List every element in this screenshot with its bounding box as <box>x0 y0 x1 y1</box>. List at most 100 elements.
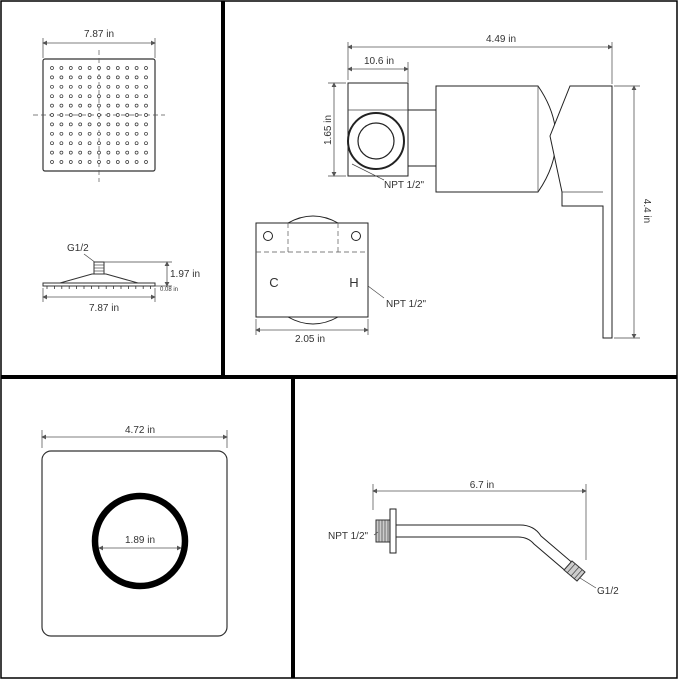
nozzle-dot <box>106 160 111 164</box>
nozzle-dot <box>87 113 92 117</box>
nozzle-dot <box>134 75 139 80</box>
nozzle-grid <box>50 66 148 164</box>
nozzle-dot <box>68 141 73 146</box>
arm-head-thread-label: G1/2 <box>597 586 619 597</box>
nozzle-dot <box>134 84 139 89</box>
nozzle-dot <box>87 150 92 155</box>
nozzle-dot <box>87 131 92 136</box>
nozzle-dot <box>59 141 64 146</box>
nozzle-dot <box>50 122 54 127</box>
nozzle-dot <box>115 103 120 108</box>
nozzle-dot <box>125 94 130 99</box>
nozzle-dot <box>134 103 139 108</box>
valve-handle <box>549 85 613 339</box>
nozzle-dot <box>106 84 111 89</box>
nozzle-dot <box>50 75 54 80</box>
nozzle-dot <box>144 84 148 89</box>
nozzle-dot <box>115 122 120 127</box>
valve-width-label: 2.05 in <box>295 334 325 345</box>
nozzle-dot <box>59 94 64 99</box>
nozzle-dot <box>87 160 92 164</box>
nozzle-dot <box>50 94 54 99</box>
nozzle-dot <box>78 150 83 155</box>
nozzle-dot <box>59 66 64 70</box>
nozzle-dot <box>59 131 64 136</box>
valve-outlet-thread-label: NPT 1/2" <box>384 180 424 191</box>
nozzle-dot <box>50 113 54 117</box>
nozzle-dot <box>50 141 54 146</box>
nozzle-dot <box>59 75 64 80</box>
nozzle-dot <box>87 103 92 108</box>
nozzle-dot <box>144 141 148 146</box>
nozzle-dot <box>97 122 101 127</box>
nozzle-dot <box>134 113 139 117</box>
arm-head-thread <box>563 560 586 582</box>
nozzle-dot <box>87 122 92 127</box>
nozzle-dot <box>78 141 83 146</box>
nozzle-dot <box>59 113 64 117</box>
nozzle-dot <box>106 66 111 70</box>
valve-handle-height-label: 4.4 in <box>641 199 652 223</box>
nozzle-dot <box>68 103 73 108</box>
valve-mount-hole-left <box>263 231 273 241</box>
nozzle-dot <box>115 66 120 70</box>
nozzle-dot <box>134 160 139 164</box>
nozzle-dot <box>144 66 148 70</box>
nozzle-dot <box>59 160 64 164</box>
nozzle-dot <box>125 160 130 164</box>
nozzle-dot <box>144 131 148 136</box>
nozzle-dot <box>97 94 101 99</box>
nozzle-dot <box>125 150 130 155</box>
nozzle-dot <box>134 131 139 136</box>
nozzle-dot <box>106 150 111 155</box>
nozzle-dot <box>68 113 73 117</box>
head-height-label: 1.97 in <box>170 269 200 280</box>
nozzle-dot <box>50 103 54 108</box>
nozzle-dot <box>59 84 64 89</box>
nozzle-dot <box>78 94 83 99</box>
nozzle-dot <box>125 66 130 70</box>
nozzle-dot <box>115 141 120 146</box>
arm-length-label: 6.7 in <box>470 480 494 491</box>
valve-stem <box>407 109 437 167</box>
arm-wall-thread-label: NPT 1/2" <box>328 531 368 542</box>
trim-plate-panel: 4.72 in 1.89 in <box>41 425 228 637</box>
head-face-plate <box>42 282 156 287</box>
nozzle-dot <box>59 103 64 108</box>
head-plate-thickness-label: 0.08 in <box>160 287 178 293</box>
valve-cold-label: C <box>269 275 278 290</box>
nozzle-dot <box>87 94 92 99</box>
nozzle-dot <box>97 66 101 70</box>
nozzle-dot <box>134 94 139 99</box>
nozzle-dot <box>50 150 54 155</box>
nozzle-dot <box>106 141 111 146</box>
nozzle-dot <box>115 113 120 117</box>
valve-mount-hole-right <box>351 231 361 241</box>
trim-plate-width-label: 4.72 in <box>125 425 155 436</box>
nozzle-dot <box>106 131 111 136</box>
nozzle-dot <box>125 113 130 117</box>
arm-wall-flange <box>389 508 397 554</box>
valve-front-top-cap <box>286 215 340 224</box>
nozzle-dot <box>97 160 101 164</box>
nozzle-dot <box>115 150 120 155</box>
valve-front-bottom-cap <box>286 316 340 325</box>
nozzle-dot <box>134 66 139 70</box>
nozzle-dot <box>97 113 101 117</box>
nozzle-dot <box>50 66 54 70</box>
valve-total-depth-label: 4.49 in <box>486 34 516 45</box>
valve-panel: 4.49 in 10.6 in 1.65 in NPT 1/2" 4.4 in <box>255 34 652 345</box>
nozzle-dot <box>59 122 64 127</box>
nozzle-dot <box>125 141 130 146</box>
nozzle-dot <box>144 150 148 155</box>
nozzle-dot <box>97 150 101 155</box>
arm-pipe <box>395 524 576 574</box>
nozzle-dot <box>97 84 101 89</box>
nozzle-dot <box>134 122 139 127</box>
valve-body-height-label: 1.65 in <box>323 115 334 145</box>
nozzle-dot <box>78 75 83 80</box>
shower-head-panel: 7.87 in G1/2 1.97 in 0.08 in 7.87 in <box>33 29 200 314</box>
valve-front-body <box>255 222 369 318</box>
nozzle-dot <box>97 103 101 108</box>
